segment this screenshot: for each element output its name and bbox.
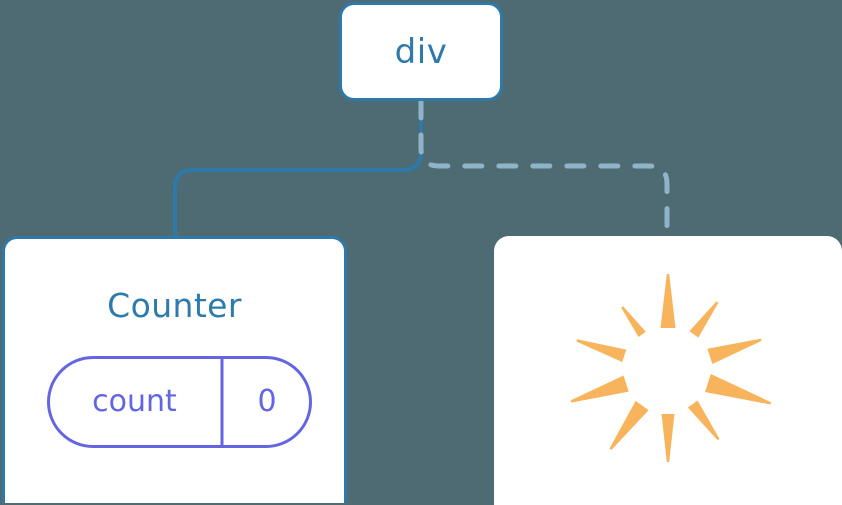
state-value-count: 0 <box>257 384 277 419</box>
sunburst-spinner-icon <box>570 274 772 462</box>
spinner-ray-4 <box>570 375 629 403</box>
div-node[interactable]: div <box>339 2 503 101</box>
counter-node-label: Counter <box>107 286 242 325</box>
counter-node[interactable]: Counter count 0 <box>2 236 347 503</box>
solid-edge-to-counter <box>173 99 423 242</box>
spinner-ray-2 <box>621 306 646 338</box>
spinner-ray-9 <box>707 338 762 365</box>
spinner-ray-6 <box>661 414 675 462</box>
spinner-ray-10 <box>689 301 719 338</box>
spinner-ray-7 <box>687 400 720 441</box>
spinner-ray-8 <box>705 373 772 405</box>
spinner-node[interactable] <box>494 236 842 505</box>
state-key-count: count <box>92 384 177 419</box>
state-pill-shape <box>47 356 312 448</box>
counter-state-pill[interactable]: count 0 <box>47 356 312 448</box>
dashed-edge-to-spinner <box>418 98 670 243</box>
spinner-ray-1 <box>660 274 676 328</box>
spinner-ray-3 <box>576 339 627 362</box>
spinner-ray-5 <box>609 400 649 450</box>
div-node-label: div <box>394 31 448 72</box>
